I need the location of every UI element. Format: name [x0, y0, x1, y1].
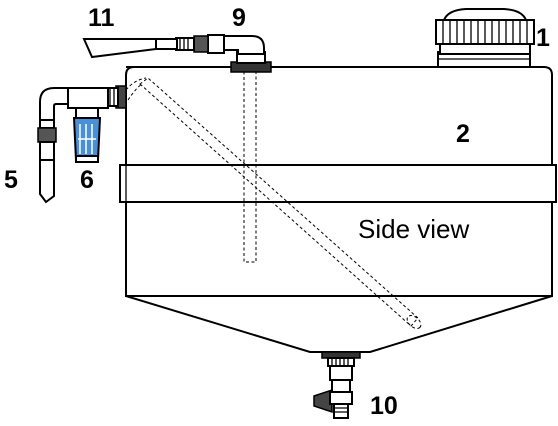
hose-barb — [154, 38, 178, 50]
drain-valve — [313, 351, 361, 419]
hose-11 — [82, 38, 157, 59]
side-elbow — [39, 87, 69, 121]
filter-screen — [78, 124, 96, 154]
callout-6: 6 — [80, 166, 94, 194]
tee-fitting — [67, 87, 109, 109]
callout-11: 11 — [88, 4, 115, 32]
elbow-fitting — [221, 35, 265, 55]
tank-cone — [125, 295, 553, 353]
callout-5: 5 — [4, 166, 18, 194]
callout-10: 10 — [370, 392, 398, 420]
valve-handle — [313, 388, 333, 414]
callout-9: 9 — [232, 4, 246, 32]
side-outlet-assembly — [37, 85, 127, 204]
diagonal-suction-tube — [139, 77, 419, 327]
hose-5 — [39, 159, 55, 204]
callout-1: 1 — [536, 24, 550, 52]
cap-top — [442, 8, 528, 21]
cap-knurl-lines — [442, 20, 528, 44]
suction-tube-bend — [125, 77, 147, 101]
side-coupler — [37, 127, 57, 143]
tank — [119, 66, 557, 353]
top-outlet-fitting — [82, 34, 272, 73]
callout-2: 2 — [456, 120, 470, 148]
tank-band — [119, 164, 557, 203]
suction-tube-end — [406, 315, 422, 329]
fill-cap — [435, 8, 535, 68]
valve-body — [329, 365, 353, 381]
coupler-nut — [193, 35, 209, 53]
side-view-label: Side view — [358, 214, 469, 244]
